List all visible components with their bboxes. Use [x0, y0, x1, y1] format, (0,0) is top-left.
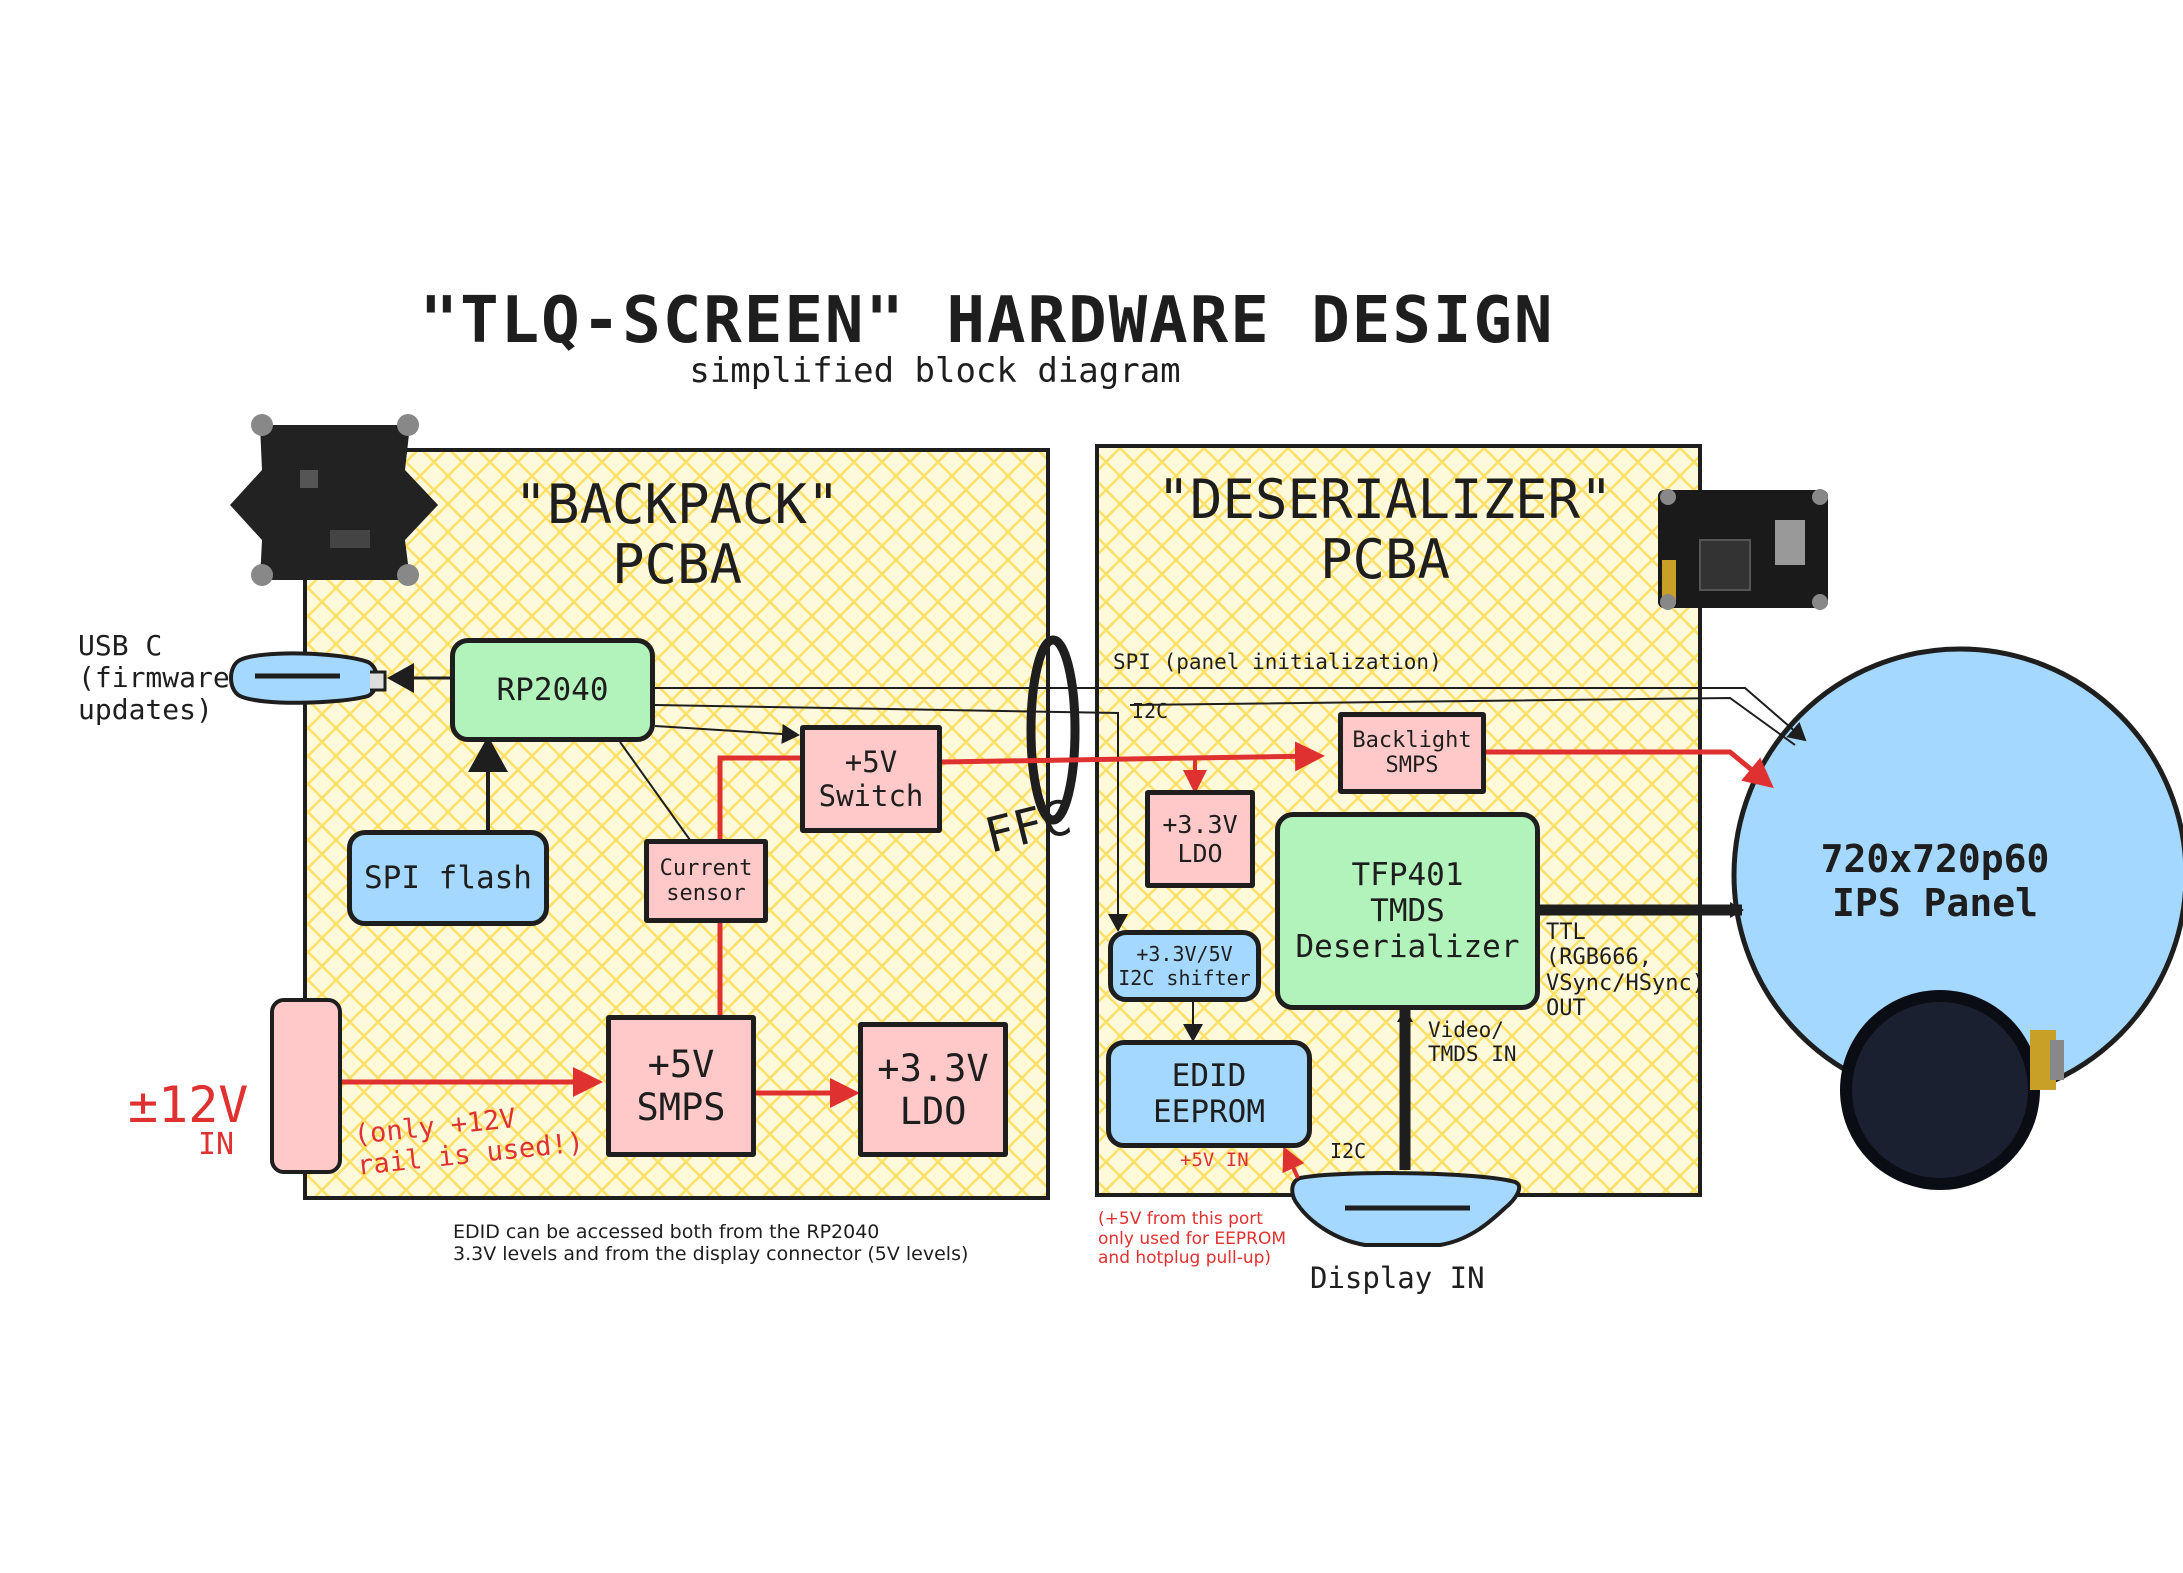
i2c-to-panel-line	[1129, 696, 1796, 746]
backlight-to-panel-arrow	[1485, 749, 1774, 789]
spi-flash-block: SPI flash	[347, 830, 549, 926]
rp2040-block: RP2040	[450, 638, 655, 742]
edid-eeprom-block: EDID EEPROM	[1106, 1040, 1312, 1148]
rp2040-to-switch-line	[654, 724, 800, 744]
diagram-subtitle: simplified block diagram	[689, 351, 1181, 391]
round-display-photo	[1840, 990, 2064, 1190]
port-note: (+5V from this port only used for EEPROM…	[1098, 1209, 1287, 1269]
diagram-title: "TLQ-SCREEN" HARDWARE DESIGN	[419, 284, 1555, 358]
power-in-label: ±12V IN	[128, 1076, 249, 1162]
spi-panel-line	[655, 687, 1807, 742]
power-in-connector	[270, 998, 342, 1174]
plus5v-in-label: +5V IN	[1180, 1149, 1249, 1171]
current-sensor-block: Current sensor	[644, 839, 768, 923]
rp2040-to-current-sensor-line	[619, 741, 691, 841]
deserializer-panel-title: "DESERIALIZER" PCBA	[1157, 468, 1613, 592]
edid-note: EDID can be accessed both from the RP204…	[453, 1221, 969, 1265]
usb-c-label: USB C (firmware updates)	[78, 629, 230, 727]
ffc-ellipse	[1026, 635, 1080, 825]
display-in-label: Display IN	[1310, 1261, 1485, 1295]
pcb-photo-deserializer	[1658, 489, 1828, 610]
video-tmds-in-label: Video/ TMDS IN	[1428, 1018, 1517, 1067]
i2c-shifter-block: +3.3V/5V I2C shifter	[1108, 930, 1261, 1002]
spi-panel-init-label: SPI (panel initialization)	[1113, 650, 1442, 674]
smps-5v-block: +5V SMPS	[606, 1015, 756, 1157]
ttl-out-label: TTL (RGB666, VSync/HSync) OUT	[1546, 920, 1705, 1021]
ldo-3v3-deserializer-block: +3.3V LDO	[1145, 790, 1255, 888]
display-in-connector	[1290, 1171, 1522, 1247]
backpack-panel-title: "BACKPACK" PCBA	[514, 473, 840, 597]
ips-panel-label: 720x720p60 IPS Panel	[1820, 837, 2050, 925]
switch-5v-block: +5V Switch	[800, 725, 942, 833]
i2c-bottom-label: I2C	[1330, 1139, 1367, 1163]
i2c-top-label: I2C	[1132, 699, 1169, 723]
port-to-eeprom-arrow	[1282, 1146, 1305, 1179]
smps-to-switch-line	[717, 755, 800, 1015]
i2c-line	[654, 704, 1128, 932]
tfp401-block: TFP401 TMDS Deserializer	[1275, 812, 1540, 1010]
backlight-smps-block: Backlight SMPS	[1338, 712, 1486, 794]
pcb-photo-backpack	[230, 414, 438, 586]
ldo-3v3-backpack-block: +3.3V LDO	[858, 1022, 1008, 1157]
switch-to-backlight-arrow	[941, 741, 1325, 772]
usb-c-connector	[229, 651, 387, 705]
